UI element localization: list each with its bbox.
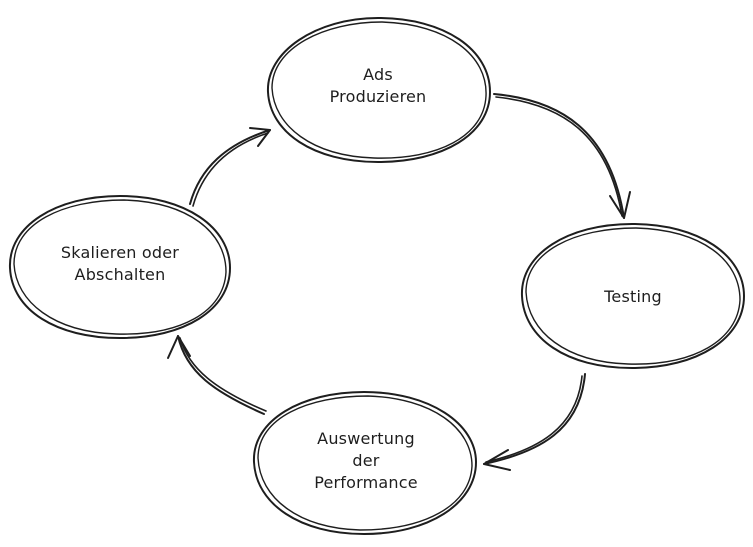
node-label-line: Auswertung: [317, 429, 415, 448]
node-testing-label: Testing: [604, 286, 662, 308]
node-skalieren-shape: [8, 195, 231, 339]
node-skalieren-label: Skalieren oder Abschalten: [61, 242, 179, 286]
node-ads-produzieren-label: Ads Produzieren: [330, 64, 427, 108]
node-label-line: Ads: [363, 65, 393, 84]
edge-skalieren-to-ads-arrow: [189, 127, 271, 207]
node-ads-produzieren-shape: [266, 17, 491, 163]
node-label-line: der: [352, 451, 380, 470]
edge-auswertung-to-skalieren-arrow: [167, 335, 267, 415]
node-label-line: Abschalten: [74, 265, 166, 284]
node-label-line: Skalieren oder: [60, 243, 180, 262]
node-testing-shape: [520, 223, 745, 369]
edge-ads-to-testing-arrow: [493, 93, 631, 219]
node-auswertung-shape: [252, 391, 477, 535]
node-auswertung-label: Auswertung der Performance: [314, 428, 418, 494]
node-label-line: Performance: [314, 473, 418, 492]
edge-testing-to-auswertung-arrow: [483, 373, 586, 471]
node-label-line: Testing: [604, 287, 662, 306]
node-label-line: Produzieren: [329, 87, 427, 106]
